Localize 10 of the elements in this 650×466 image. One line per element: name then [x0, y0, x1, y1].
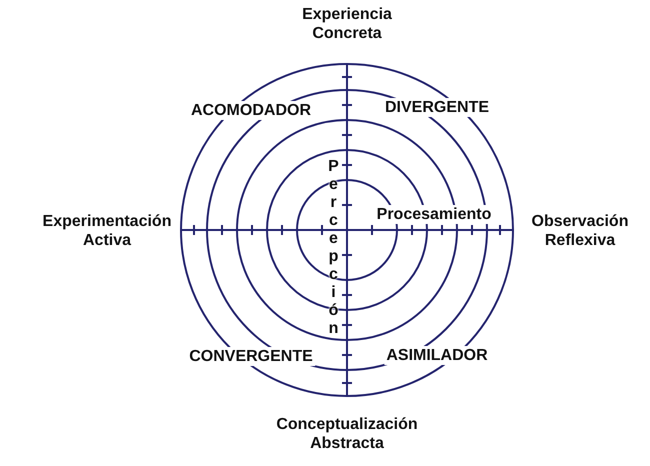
- quadrant-label: DIVERGENTE: [383, 98, 491, 117]
- pole-label: Experimentación Activa: [42, 212, 172, 250]
- axis-title: Procesamiento: [374, 205, 494, 224]
- quadrant-label: ACOMODADOR: [189, 101, 313, 120]
- axis-title: Percepción: [325, 158, 341, 338]
- quadrant-label: CONVERGENTE: [187, 347, 315, 366]
- pole-label: Observación Reflexiva: [532, 212, 628, 250]
- quadrant-label: ASIMILADOR: [384, 346, 490, 365]
- pole-label: Conceptualización Abstracta: [276, 415, 418, 453]
- pole-label: Experiencia Concreta: [302, 5, 392, 43]
